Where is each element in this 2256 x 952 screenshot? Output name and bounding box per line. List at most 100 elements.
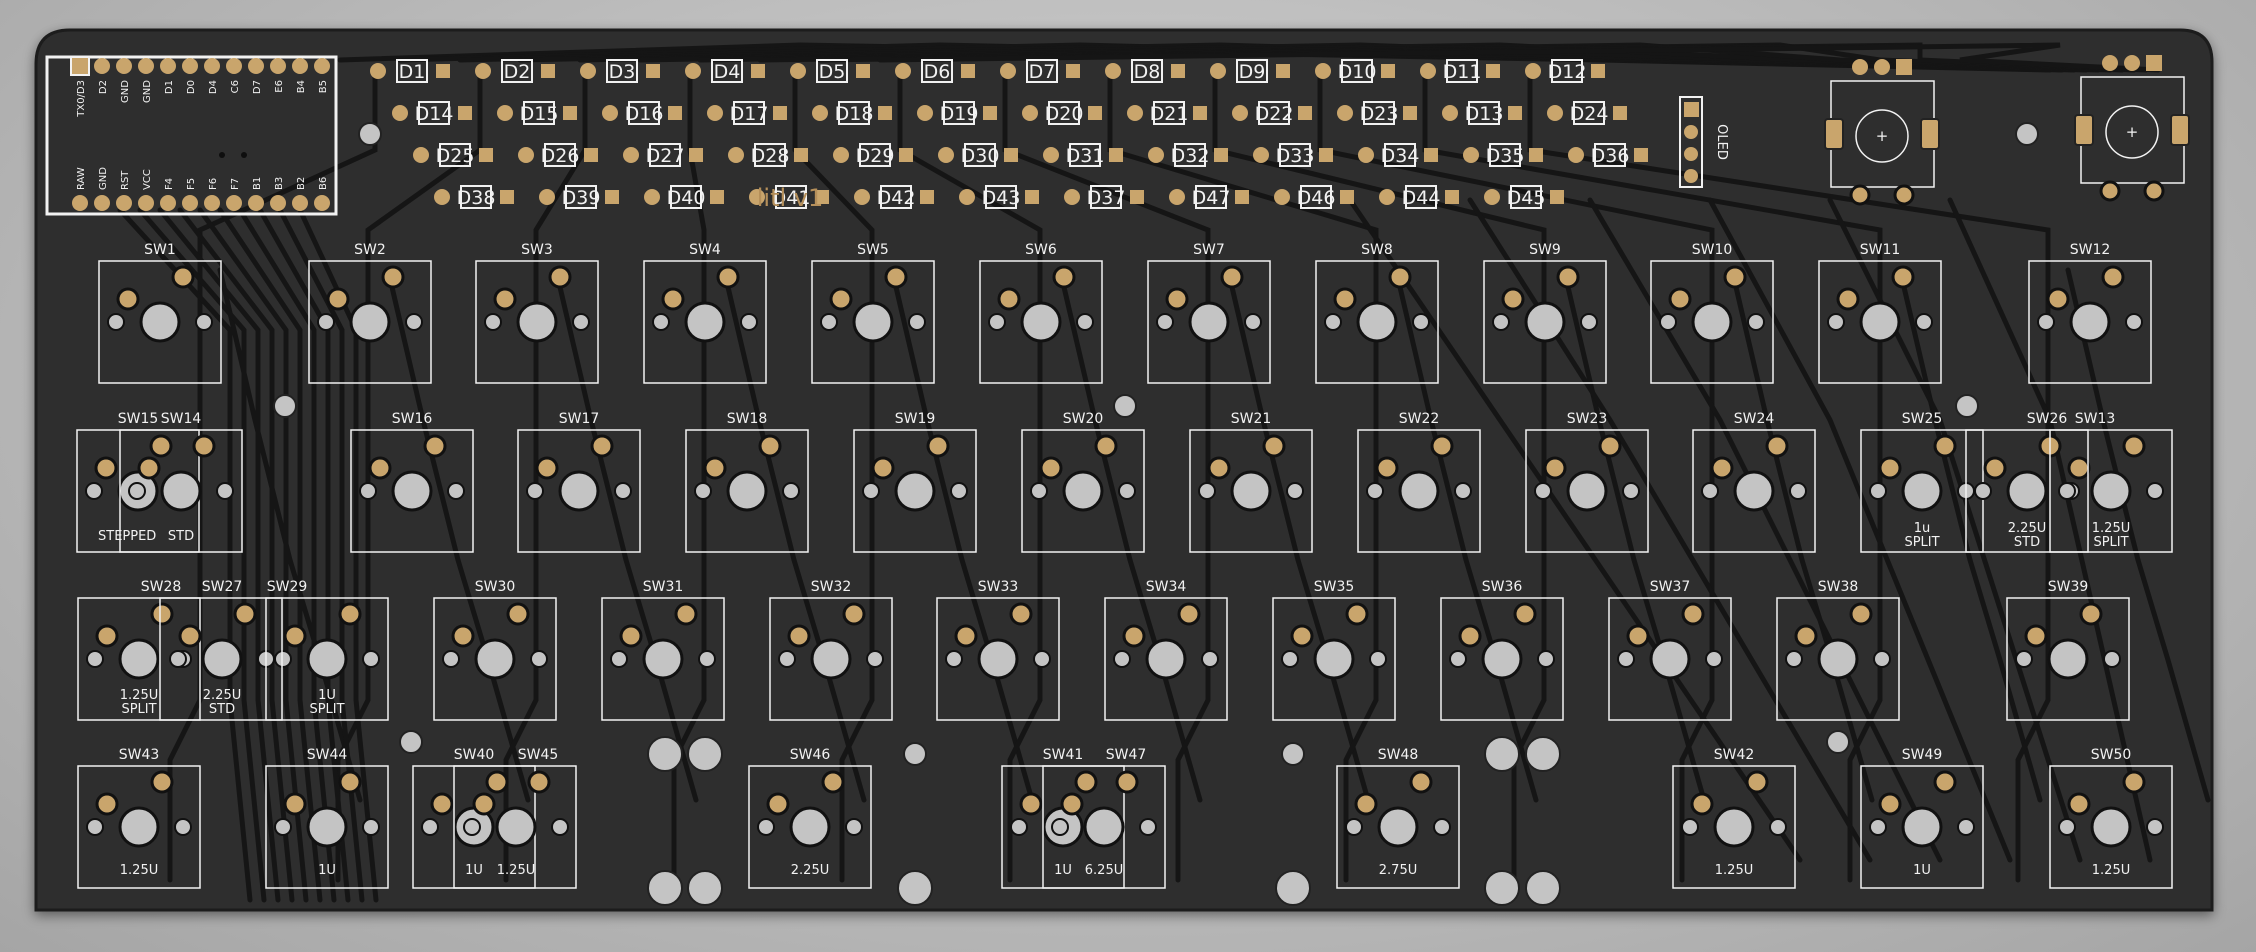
switch-outline bbox=[77, 597, 201, 721]
controller-pin-top-6 bbox=[204, 58, 220, 74]
switch-outline bbox=[1189, 429, 1313, 553]
diode-body-D46 bbox=[1300, 185, 1332, 209]
diode-label-D4: D4 bbox=[714, 61, 741, 83]
diode-body-D11 bbox=[1446, 59, 1478, 83]
switch-SW38: SW38 bbox=[1776, 579, 1900, 721]
diode-body-D12 bbox=[1551, 59, 1583, 83]
diode-pad-D14 bbox=[392, 105, 408, 121]
diode-pad-D17 bbox=[707, 105, 723, 121]
switch-label-SW7: SW7 bbox=[1193, 242, 1225, 258]
switch-peg bbox=[1118, 482, 1136, 500]
diode-label-D28: D28 bbox=[751, 145, 790, 167]
switch-peg bbox=[1369, 650, 1387, 668]
switch-label-SW23: SW23 bbox=[1567, 411, 1608, 427]
controller-pin-bottom-4 bbox=[160, 195, 176, 211]
switch-peg bbox=[1201, 650, 1219, 668]
switch-pad bbox=[1060, 792, 1084, 816]
trace-19 bbox=[1729, 267, 1875, 803]
switch-SW2: SW2 bbox=[308, 242, 432, 384]
trace-7 bbox=[721, 267, 867, 803]
switch-note-sw43: 1.25U bbox=[120, 863, 158, 878]
switch-note-sw41: 1U bbox=[1054, 863, 1072, 878]
controller-pin-top-0 bbox=[70, 56, 90, 76]
switch-note-sw28-a: 1.25U bbox=[120, 688, 158, 703]
switch-pad bbox=[1115, 770, 1139, 794]
switch-SW50: SW50 bbox=[2049, 747, 2173, 889]
diode-pad-D41 bbox=[749, 189, 765, 205]
switch-peg bbox=[1139, 818, 1157, 836]
encoder-switch-pin-1-1 bbox=[2143, 180, 2165, 202]
switch-outline-SW14 bbox=[119, 429, 243, 553]
switch-pad bbox=[326, 287, 350, 311]
diode-pad-D45 bbox=[1484, 189, 1500, 205]
switch-outline bbox=[643, 260, 767, 384]
switch-SW39: SW39 bbox=[2006, 579, 2130, 721]
controller-label-D4: D4 bbox=[208, 80, 219, 94]
diode-square-pad-D36 bbox=[1634, 148, 1648, 162]
controller-pin-bottom-7 bbox=[226, 195, 242, 211]
switch-pad bbox=[430, 792, 454, 816]
diode-pad-D12 bbox=[1525, 63, 1541, 79]
switch-pad bbox=[137, 456, 161, 480]
switch-center-hole bbox=[558, 470, 600, 512]
switch-pad bbox=[926, 434, 950, 458]
diode-square-pad-D31 bbox=[1109, 148, 1123, 162]
switch-pad bbox=[787, 624, 811, 648]
diode-pad-D18 bbox=[812, 105, 828, 121]
encoder-pin-1-1 bbox=[2124, 55, 2140, 71]
trace-3 bbox=[385, 267, 531, 803]
diode-pad-D38 bbox=[434, 189, 450, 205]
diode-pad-D5 bbox=[790, 63, 806, 79]
controller-label-B4: B4 bbox=[296, 80, 307, 93]
diode-label-D41: D41 bbox=[772, 187, 811, 209]
trace-39 bbox=[257, 207, 351, 903]
diode-body-D22 bbox=[1258, 101, 1290, 125]
diode-pad-D29 bbox=[833, 147, 849, 163]
mounting-hole-7 bbox=[903, 742, 927, 766]
switch-SW27: SW27 bbox=[169, 579, 275, 680]
switch-center-hole bbox=[642, 638, 684, 680]
switch-outline bbox=[475, 260, 599, 384]
diode-label-D44: D44 bbox=[1402, 187, 1441, 209]
switch-note-std: STD bbox=[168, 529, 194, 544]
switch-label-SW30: SW30 bbox=[475, 579, 516, 595]
diode-label-D8: D8 bbox=[1134, 61, 1161, 83]
stabilizer-hole-7 bbox=[1525, 736, 1561, 772]
diode-square-pad-D45 bbox=[1550, 190, 1564, 204]
diode-body-D32 bbox=[1174, 143, 1206, 167]
oled-pin-0 bbox=[1684, 102, 1699, 117]
switch-center-hole bbox=[1901, 806, 1943, 848]
switch-SW29: SW29 bbox=[265, 579, 389, 721]
controller-label-B3: B3 bbox=[274, 177, 285, 190]
diode-pad-D42 bbox=[854, 189, 870, 205]
diode-label-D47: D47 bbox=[1192, 187, 1231, 209]
switch-peg bbox=[2125, 313, 2143, 331]
diode-label-D32: D32 bbox=[1171, 145, 1210, 167]
controller-label-F6: F6 bbox=[208, 178, 219, 190]
switch-SW37: SW37 bbox=[1608, 579, 1732, 721]
switch-peg bbox=[1747, 313, 1765, 331]
switch-pad bbox=[171, 265, 195, 289]
switch-outline bbox=[1147, 260, 1271, 384]
diode-body-D43 bbox=[985, 185, 1017, 209]
switch-outline bbox=[2028, 260, 2152, 384]
controller-pin-top-11 bbox=[314, 58, 330, 74]
switch-SW6: SW6 bbox=[979, 242, 1103, 384]
switch-SW25: SW25 bbox=[1860, 411, 1984, 553]
switch-note-sw29-b: SPLIT bbox=[309, 702, 344, 717]
switch-pad bbox=[1513, 602, 1537, 626]
encoder-switch-pin-1-0 bbox=[2099, 180, 2121, 202]
switch-label-SW36: SW36 bbox=[1482, 579, 1523, 595]
switch-outline bbox=[265, 597, 389, 721]
switch-pad bbox=[1262, 434, 1286, 458]
switch-pad bbox=[1501, 287, 1525, 311]
switch-SW17: SW17 bbox=[517, 411, 641, 553]
diode-label-D9: D9 bbox=[1239, 61, 1266, 83]
switch-note-sw25-a: 1u bbox=[1914, 521, 1931, 536]
switch-note-sw25-b: SPLIT bbox=[1904, 535, 1939, 550]
switch-label-SW43: SW43 bbox=[119, 747, 160, 763]
switch-note-sw49: 1U bbox=[1913, 863, 1931, 878]
switch-peg bbox=[1366, 482, 1384, 500]
diode-square-pad-D28 bbox=[794, 148, 808, 162]
diode-label-D2: D2 bbox=[504, 61, 531, 83]
